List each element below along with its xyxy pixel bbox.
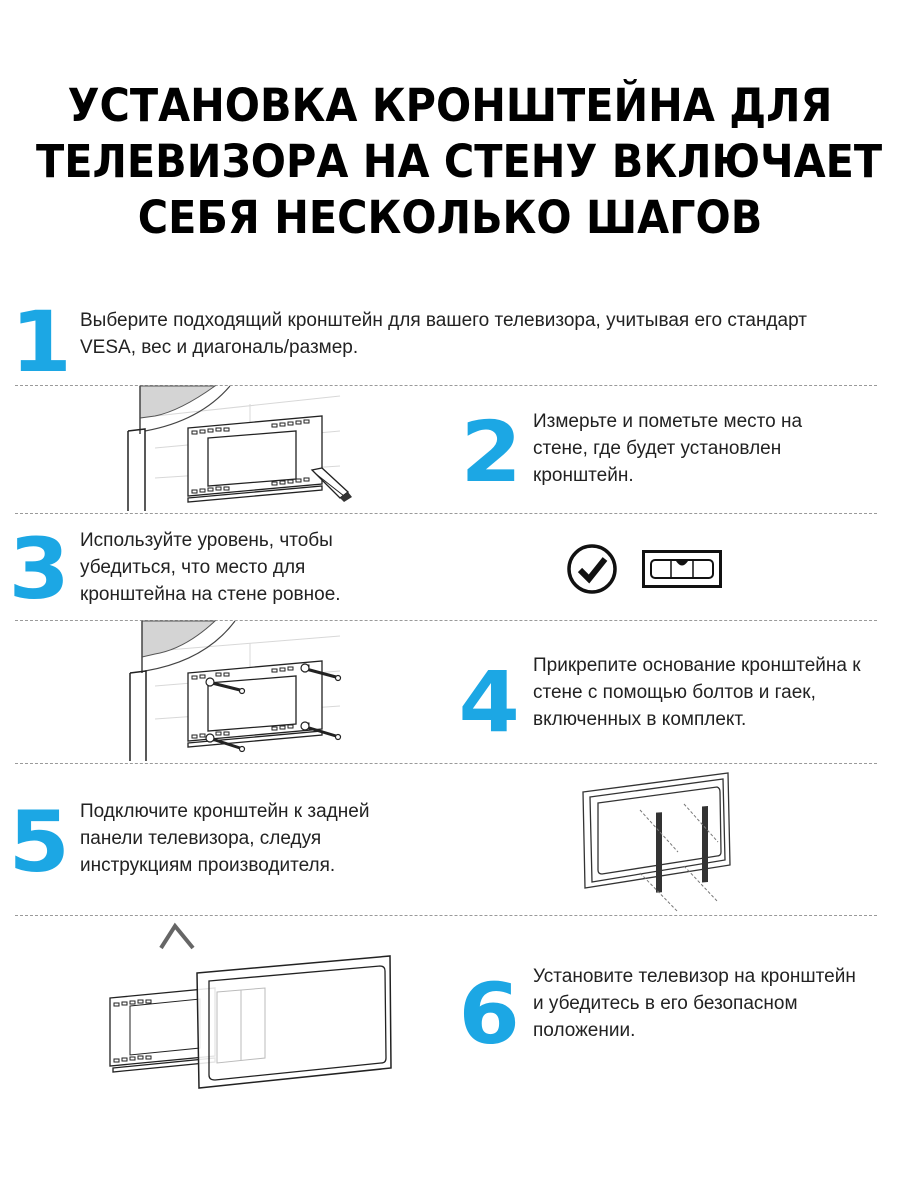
dashed-divider <box>15 385 877 386</box>
page-title: УСТАНОВКА КРОНШТЕЙНА ДЛЯ ТЕЛЕВИЗОРА НА С… <box>36 78 900 246</box>
step-number: 6 <box>458 965 520 1063</box>
tv-back-brackets-illustration <box>582 772 731 913</box>
step-text-line: Используйте уровень, чтобы <box>80 530 333 551</box>
step-text-line: стене с помощью болтов и гаек, <box>533 682 816 703</box>
step-text-line: стене, где будет установлен <box>533 438 782 459</box>
step-number: 1 <box>10 293 72 391</box>
step-text-line: Установите телевизор на кронштейн <box>533 966 856 987</box>
dashed-divider <box>15 763 877 764</box>
step-text-line: инструкциям производителя. <box>80 855 336 876</box>
step-text-line: Подключите кронштейн к задней <box>80 801 370 822</box>
step-text-line: панели телевизора, следуя <box>80 828 322 849</box>
step-number: 5 <box>8 793 70 891</box>
step-text-line: кронштейн. <box>533 465 634 486</box>
step-number: 2 <box>460 403 522 501</box>
bracket-pencil-illustration <box>127 385 352 511</box>
spirit-level-icon <box>642 550 722 588</box>
arrow-up-icon <box>159 922 195 950</box>
step-text-line: Прикрепите основание кронштейна к <box>533 655 861 676</box>
step-number: 3 <box>8 520 70 618</box>
pencil-icon <box>310 467 352 502</box>
dashed-divider <box>15 620 877 621</box>
step-text-line: Выберите подходящий кронштейн для вашего… <box>80 310 807 331</box>
bracket-bolts-illustration <box>129 620 342 761</box>
dashed-divider <box>15 513 877 514</box>
step-text-line: VESA, вес и диагональ/размер. <box>80 337 359 358</box>
step-text: Подключите кронштейн к задней панели тел… <box>80 798 440 879</box>
dashed-divider <box>15 915 877 916</box>
step-text: Используйте уровень, чтобы убедиться, чт… <box>80 527 440 608</box>
step-text-line: убедиться, что место для <box>80 557 306 578</box>
step-text-line: кронштейна на стене ровное. <box>80 584 341 605</box>
step-number: 4 <box>458 653 520 751</box>
bolt-icon <box>210 667 338 750</box>
step-text: Прикрепите основание кронштейна к стене … <box>533 652 900 733</box>
step-text: Выберите подходящий кронштейн для вашего… <box>80 307 880 361</box>
step-text: Измерьте и пометьте место на стене, где … <box>533 408 893 489</box>
tv-on-bracket-illustration <box>109 922 392 1089</box>
step-text-line: и убедитесь в его безопасном <box>533 993 798 1014</box>
step-text: Установите телевизор на кронштейн и убед… <box>533 963 900 1044</box>
title-line: УСТАНОВКА КРОНШТЕЙНА ДЛЯ <box>67 79 833 132</box>
title-line: СЕБЯ НЕСКОЛЬКО ШАГОВ <box>137 191 763 244</box>
checkmark-circle-icon <box>567 544 617 594</box>
step-text-line: Измерьте и пометьте место на <box>533 411 803 432</box>
step-text-line: включенных в комплект. <box>533 709 747 730</box>
step-text-line: положении. <box>533 1020 636 1041</box>
title-line: ТЕЛЕВИЗОРА НА СТЕНУ ВКЛЮЧАЕТ В <box>36 135 900 188</box>
